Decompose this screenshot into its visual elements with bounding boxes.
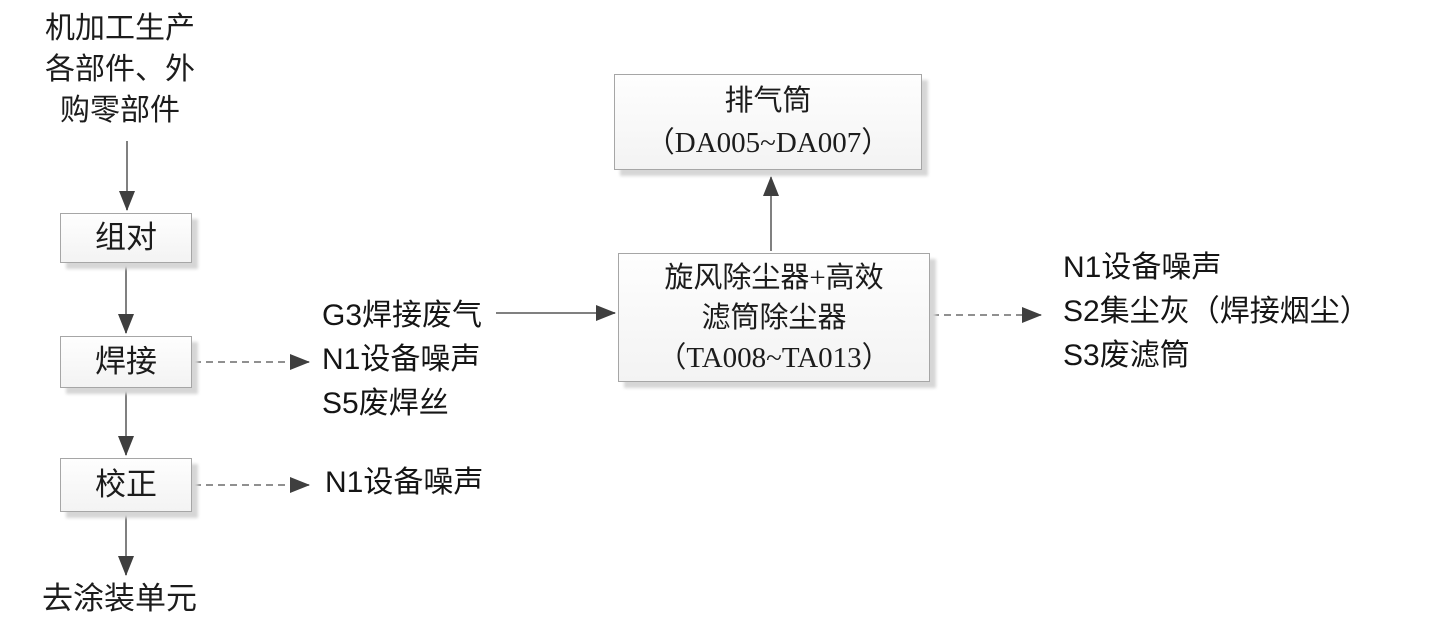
- node-dust-collector: 旋风除尘器+高效 滤筒除尘器 （TA008~TA013）: [618, 253, 930, 382]
- emission-welding-noise: N1设备噪声: [322, 343, 481, 376]
- emission-welding-waste-gas: G3焊接废气: [322, 299, 483, 332]
- to-painting-unit-label: 去涂装单元: [42, 581, 197, 616]
- collector-emissions-list: N1设备噪声 S2集尘灰（焊接烟尘） S3废滤筒: [1063, 246, 1370, 378]
- node-correction: 校正: [60, 458, 192, 512]
- node-dust-collector-label: 旋风除尘器+高效 滤筒除尘器 （TA008~TA013）: [657, 261, 891, 374]
- node-welding: 焊接: [60, 336, 192, 388]
- emission-collector-noise: N1设备噪声: [1063, 251, 1222, 284]
- input-materials-label: 机加工生产 各部件、外 购零部件: [45, 12, 195, 127]
- welding-emissions-list: G3焊接废气 N1设备噪声 S5废焊丝: [322, 294, 482, 426]
- node-exhaust-stack-label: 排气筒 （DA005~DA007）: [645, 85, 891, 159]
- node-assembly: 组对: [60, 213, 192, 263]
- correction-emissions-list: N1设备噪声: [325, 461, 483, 505]
- node-welding-label: 焊接: [95, 344, 157, 379]
- emission-correction-noise: N1设备噪声: [325, 466, 484, 499]
- node-correction-label: 校正: [95, 467, 157, 502]
- node-exhaust-stack: 排气筒 （DA005~DA007）: [614, 74, 922, 170]
- emission-welding-waste-wire: S5废焊丝: [322, 387, 449, 420]
- emission-collector-waste-filter: S3废滤筒: [1063, 339, 1190, 372]
- emission-collector-dust: S2集尘灰（焊接烟尘）: [1063, 295, 1370, 328]
- node-assembly-label: 组对: [95, 220, 157, 255]
